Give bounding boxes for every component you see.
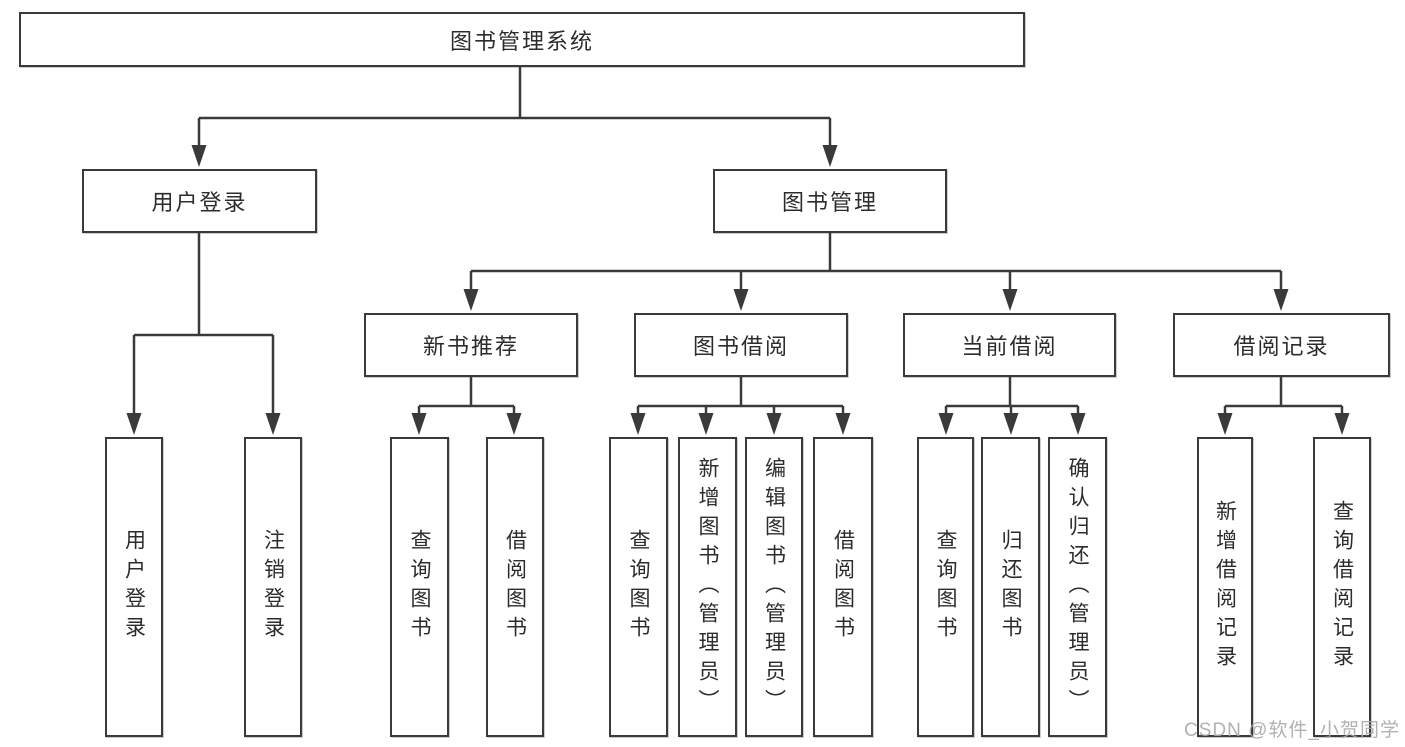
- node-leaf-borrow-book-1: 借阅图书: [486, 437, 544, 737]
- arrowhead-icon: [191, 145, 207, 167]
- node-label: 确认归还（管理员）: [1066, 456, 1089, 718]
- node-label: 新增借阅记录: [1213, 500, 1237, 674]
- node-leaf-edit-book: 编辑图书（管理员）: [745, 437, 803, 737]
- arrowhead-icon: [835, 413, 851, 435]
- node-leaf-return-book: 归还图书: [981, 437, 1040, 737]
- node-leaf-add-book: 新增图书（管理员）: [678, 437, 737, 737]
- arrowhead-icon: [126, 413, 142, 435]
- arrowhead-icon: [938, 413, 954, 435]
- node-label: 归还图书: [999, 529, 1022, 645]
- node-leaf-query-book-1: 查询图书: [390, 437, 449, 737]
- arrowhead-icon: [1334, 413, 1350, 435]
- node-label: 编辑图书（管理员）: [762, 456, 786, 718]
- arrowhead-icon: [822, 145, 838, 167]
- node-label: 用户登录: [122, 529, 146, 645]
- arrowhead-icon: [265, 413, 281, 435]
- arrowhead-icon: [733, 289, 749, 311]
- arrowhead-icon: [766, 413, 782, 435]
- node-label: 查询图书: [627, 529, 650, 645]
- node-leaf-confirm-return: 确认归还（管理员）: [1048, 437, 1107, 737]
- arrowhead-icon: [506, 413, 522, 435]
- arrowhead-icon: [630, 413, 646, 435]
- arrowhead-icon: [1273, 289, 1289, 311]
- node-book-management: 图书管理: [713, 169, 947, 233]
- node-leaf-add-record: 新增借阅记录: [1197, 437, 1253, 737]
- arrowhead-icon: [1002, 289, 1018, 311]
- node-leaf-user-login: 用户登录: [105, 437, 163, 737]
- node-leaf-logout: 注销登录: [244, 437, 302, 737]
- node-label: 新书推荐: [422, 334, 519, 359]
- node-label: 图书管理: [781, 190, 878, 215]
- node-label: 用户登录: [151, 190, 248, 215]
- node-label: 当前借阅: [961, 334, 1058, 359]
- node-label: 注销登录: [261, 529, 285, 645]
- node-leaf-query-book-3: 查询图书: [917, 437, 974, 737]
- node-current-borrowing: 当前借阅: [903, 313, 1116, 377]
- node-book-borrowing: 图书借阅: [634, 313, 848, 377]
- node-leaf-query-record: 查询借阅记录: [1313, 437, 1371, 737]
- node-label: 查询图书: [408, 529, 431, 645]
- node-new-book-recommend: 新书推荐: [364, 313, 578, 377]
- node-label: 借阅记录: [1233, 334, 1330, 359]
- node-label: 借阅图书: [503, 529, 527, 645]
- arrowhead-icon: [411, 413, 427, 435]
- arrowhead-icon: [1070, 413, 1086, 435]
- node-label: 借阅图书: [831, 529, 855, 645]
- arrowhead-icon: [698, 413, 714, 435]
- node-label: 查询图书: [934, 529, 957, 645]
- node-leaf-query-book-2: 查询图书: [609, 437, 668, 737]
- node-label: 新增图书（管理员）: [696, 456, 719, 718]
- node-user-login: 用户登录: [82, 169, 317, 233]
- node-label: 图书借阅: [692, 334, 789, 359]
- node-leaf-borrow-book-2: 借阅图书: [813, 437, 873, 737]
- node-label: 查询借阅记录: [1330, 500, 1354, 674]
- arrowhead-icon: [463, 289, 479, 311]
- node-root: 图书管理系统: [19, 12, 1025, 67]
- node-label: 图书管理系统: [449, 28, 594, 54]
- node-borrowing-records: 借阅记录: [1173, 313, 1390, 377]
- arrowhead-icon: [1217, 413, 1233, 435]
- arrowhead-icon: [1003, 413, 1019, 435]
- connector-path: [132, 67, 1344, 416]
